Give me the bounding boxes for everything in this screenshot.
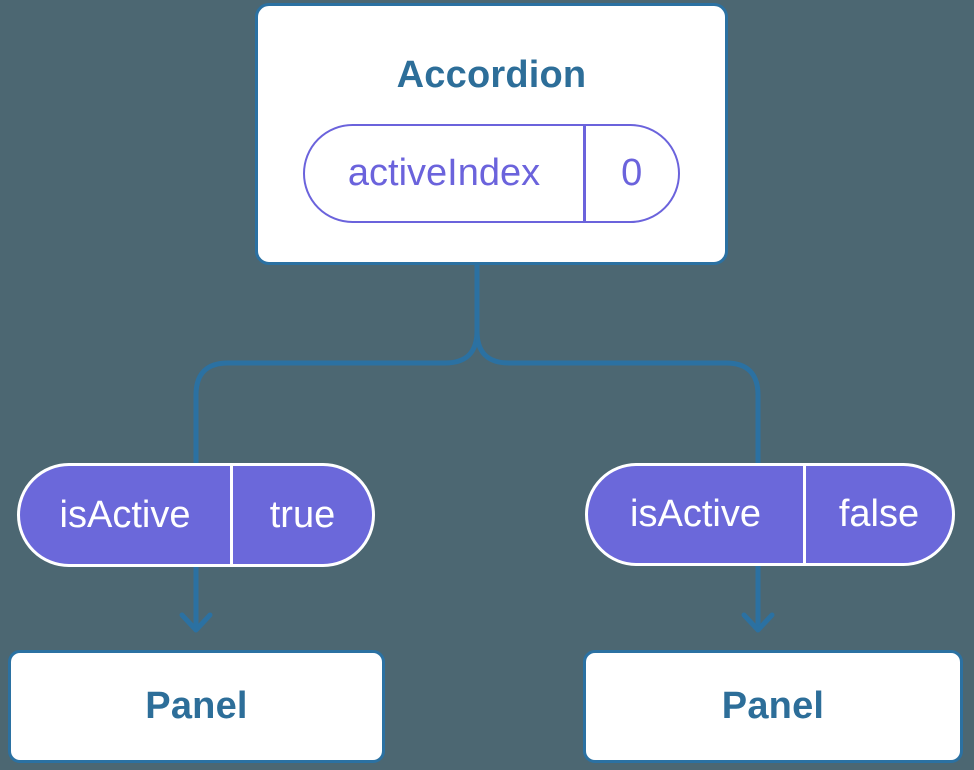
- panel-card: Panel: [583, 650, 963, 763]
- prop-name-label: isActive: [59, 493, 191, 536]
- connector-left-branch: [193, 263, 480, 627]
- component-title: Accordion: [396, 54, 587, 96]
- pill-divider: [230, 466, 233, 564]
- prop-pill-false: isActive false: [585, 463, 955, 566]
- accordion-card: Accordion activeIndex 0: [255, 3, 728, 265]
- state-pill: activeIndex 0: [303, 124, 680, 223]
- prop-name-label: isActive: [630, 493, 761, 535]
- arrow-down-icon: [179, 612, 213, 633]
- pill-divider: [803, 466, 806, 563]
- component-title: Panel: [721, 685, 825, 727]
- pill-divider: [583, 126, 586, 221]
- connector-right-branch: [474, 263, 761, 627]
- state-value-label: 0: [621, 152, 643, 194]
- state-name-label: activeIndex: [347, 152, 541, 194]
- component-title: Panel: [145, 685, 248, 727]
- prop-value-label: true: [269, 493, 336, 536]
- prop-pill-true: isActive true: [17, 463, 375, 567]
- panel-card: Panel: [8, 650, 385, 763]
- arrow-down-icon: [741, 612, 775, 633]
- prop-value-label: false: [838, 493, 920, 535]
